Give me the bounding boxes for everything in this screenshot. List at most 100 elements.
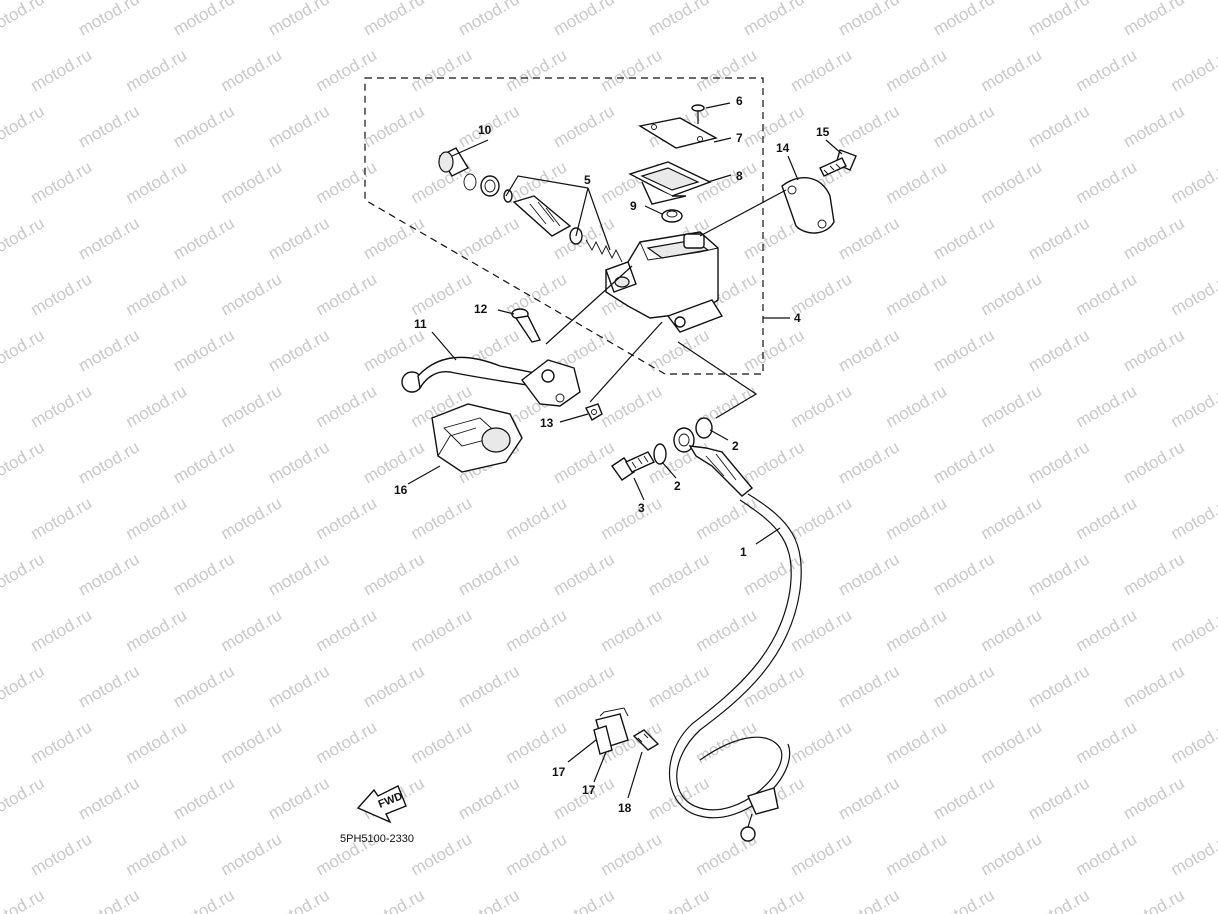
watermark-text: motod.ru (1120, 661, 1188, 711)
watermark-text: motod.ru (28, 157, 96, 207)
watermark-text: motod.ru (978, 829, 1046, 879)
watermark-text: motod.ru (28, 45, 96, 95)
watermark-text: motod.ru (28, 829, 96, 879)
watermark-text: motod.ru (1025, 213, 1093, 263)
watermark-text: motod.ru (1025, 325, 1093, 375)
float (661, 209, 683, 223)
callout-6: 6 (736, 94, 743, 108)
watermark-text: motod.ru (598, 493, 666, 543)
reservoir-cap (638, 117, 718, 149)
callout-8: 8 (736, 169, 743, 183)
watermark-text: motod.ru (218, 269, 286, 319)
callout-14: 14 (776, 141, 790, 155)
watermark-text: motod.ru (360, 213, 428, 263)
watermark-text: motod.ru (408, 829, 476, 879)
watermark-text: motod.ru (265, 325, 333, 375)
watermark-text: motod.ru (265, 0, 333, 39)
watermark-text: motod.ru (0, 101, 48, 151)
watermark-text: motod.ru (265, 101, 333, 151)
watermark-text: motod.ru (0, 0, 48, 39)
watermark-text: motod.ru (75, 213, 143, 263)
watermark-text: motod.ru (883, 605, 951, 655)
watermark-text: motod.ru (1073, 157, 1141, 207)
master-cylinder-holder (781, 177, 835, 234)
pivot-nut (585, 403, 603, 421)
watermark-text: motod.ru (978, 493, 1046, 543)
watermark-text: motod.ru (503, 829, 571, 879)
watermark-text: motod.ru (550, 437, 618, 487)
watermark-text: motod.ru (1120, 213, 1188, 263)
watermark-text: motod.ru (503, 605, 571, 655)
watermark-text: motod.ru (75, 0, 143, 39)
watermark-text: motod.ru (75, 101, 143, 151)
watermark-text: motod.ru (218, 605, 286, 655)
watermark-text: motod.ru (360, 549, 428, 599)
watermark-text: motod.ru (123, 717, 191, 767)
watermark-text: motod.ru (75, 437, 143, 487)
watermark-text: motod.ru (28, 493, 96, 543)
watermark-text: motod.ru (170, 325, 238, 375)
watermark-text: motod.ru (1025, 885, 1093, 914)
watermark-text: motod.ru (835, 213, 903, 263)
union-bolt (611, 451, 656, 481)
diaphragm (628, 161, 712, 205)
watermark-text: motod.ru (883, 829, 951, 879)
watermark-text: motod.ru (645, 773, 713, 823)
watermark-text: motod.ru (408, 717, 476, 767)
watermark-text: motod.ru (218, 45, 286, 95)
watermark-text: motod.ru (1120, 437, 1188, 487)
lever-holder-cover (431, 403, 523, 473)
watermark-text: motod.ru (1120, 0, 1188, 39)
watermark-text: motod.ru (1073, 493, 1141, 543)
watermark-text: motod.ru (0, 437, 48, 487)
callout-15: 15 (816, 125, 830, 139)
watermark-text: motod.ru (1073, 269, 1141, 319)
watermark-text: motod.ru (1168, 157, 1218, 207)
diagram-code: 5PH5100-2330 (340, 833, 414, 845)
watermark-text: motod.ru (645, 0, 713, 39)
watermark-text: motod.ru (265, 885, 333, 914)
watermark-text: motod.ru (788, 45, 856, 95)
callout-13: 13 (540, 416, 554, 430)
watermark-text: motod.ru (170, 101, 238, 151)
callout-3: 3 (638, 501, 645, 515)
watermark-text: motod.ru (550, 661, 618, 711)
watermark-text: motod.ru (1168, 829, 1218, 879)
watermark-text: motod.ru (883, 381, 951, 431)
watermark-text: motod.ru (503, 717, 571, 767)
watermark-text: motod.ru (123, 493, 191, 543)
watermark-text: motod.ru (28, 605, 96, 655)
watermark-text: motod.ru (598, 605, 666, 655)
watermark-text: motod.ru (1168, 45, 1218, 95)
watermark-text: motod.ru (978, 381, 1046, 431)
leader-lines (407, 102, 843, 799)
watermark-text: motod.ru (883, 493, 951, 543)
watermark-text: motod.ru (788, 605, 856, 655)
callout-1: 1 (740, 545, 747, 559)
watermark-text: motod.ru (1073, 381, 1141, 431)
watermark-text: motod.ru (123, 157, 191, 207)
watermark-text: motod.ru (170, 773, 238, 823)
watermark-text: motod.ru (835, 773, 903, 823)
watermark-text: motod.ru (930, 773, 998, 823)
watermark-text: motod.ru (1025, 101, 1093, 151)
clamp-bolt (632, 729, 660, 751)
watermark-text: motod.ru (455, 661, 523, 711)
watermark-text: motod.ru (788, 829, 856, 879)
callout-18: 18 (618, 801, 632, 815)
watermark-text: motod.ru (883, 717, 951, 767)
watermark-text: motod.ru (978, 717, 1046, 767)
watermark-text: motod.ru (1120, 101, 1188, 151)
watermark-text: motod.ru (360, 437, 428, 487)
watermark-text: motod.ru (978, 157, 1046, 207)
callout-labels: 6 7 8 9 10 5 4 14 15 12 11 13 16 2 2 3 1… (394, 94, 830, 815)
watermark-text: motod.ru (598, 829, 666, 879)
watermark-text: motod.ru (0, 213, 48, 263)
watermark-text: motod.ru (360, 101, 428, 151)
watermark-text: motod.ru (408, 269, 476, 319)
watermark-text: motod.ru (1168, 381, 1218, 431)
watermark-text: motod.ru (835, 885, 903, 914)
watermark-text: motod.ru (693, 45, 761, 95)
watermark-text: motod.ru (930, 101, 998, 151)
